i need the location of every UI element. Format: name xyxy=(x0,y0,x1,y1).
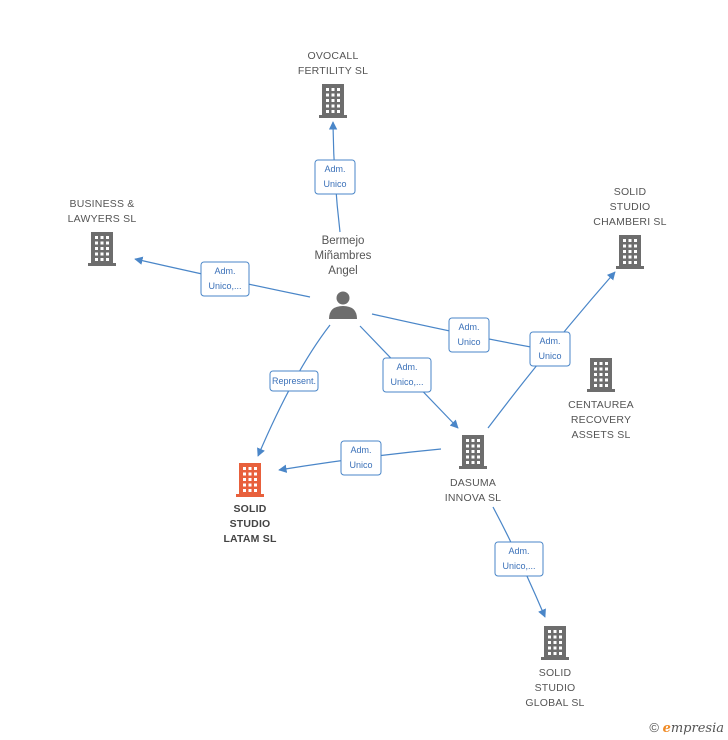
edge-dasuma-global: Adm. Unico,... xyxy=(492,506,546,618)
edge-label-text: Adm. xyxy=(396,362,417,372)
company-name-line: GLOBAL SL xyxy=(525,697,584,709)
edge-person-chamberi_via: Adm. Unico xyxy=(371,313,549,353)
company-name-line: SOLID xyxy=(539,667,572,679)
edge-label-text: Unico xyxy=(457,337,480,347)
edge-label-box[interactable] xyxy=(382,357,432,393)
empresia-logo: empresia xyxy=(662,721,724,736)
node-dasuma[interactable]: DASUMA INNOVA SL xyxy=(445,435,501,504)
company-name-line: STUDIO xyxy=(230,518,271,530)
edge-label-box[interactable] xyxy=(448,317,490,353)
edge-dasuma-latam: Adm. Unico xyxy=(278,440,442,476)
person-name-line: Angel xyxy=(328,265,357,277)
person-name-line: Bermejo xyxy=(322,235,365,247)
edge-label-text: Unico,... xyxy=(502,561,535,571)
company-name-line: FERTILITY SL xyxy=(298,65,368,77)
company-name-line: STUDIO xyxy=(535,682,576,694)
node-global[interactable]: SOLID STUDIO GLOBAL SL xyxy=(525,626,584,709)
edge-label-text: Adm. xyxy=(214,266,235,276)
edge-label-text: Adm. xyxy=(350,445,371,455)
edge-person-ovocall: Adm. Unico xyxy=(314,121,356,233)
company-name-line: CENTAUREA xyxy=(568,399,634,411)
copyright-icon: © xyxy=(649,720,659,735)
node-latam[interactable]: SOLID STUDIO LATAM SL xyxy=(223,463,277,545)
company-name-line: LATAM SL xyxy=(223,533,277,545)
company-name-line: CHAMBERI SL xyxy=(593,216,666,228)
edge-label-text: Adm. xyxy=(508,546,529,556)
footer-brand: © empresia xyxy=(649,720,724,736)
edge-label-box[interactable] xyxy=(494,541,544,577)
company-name-line: DASUMA xyxy=(450,477,496,489)
edge-label-box[interactable] xyxy=(529,331,571,367)
edge-label-box[interactable] xyxy=(269,370,319,392)
building-icon xyxy=(319,84,347,118)
node-ovocall[interactable]: OVOCALL FERTILITY SL xyxy=(298,50,368,118)
node-centaurea[interactable]: CENTAUREA RECOVERY ASSETS SL xyxy=(568,358,634,441)
edge-label-text: Represent. xyxy=(272,376,316,386)
edge-person-business: Adm. Unico,... xyxy=(134,256,311,298)
person-name-line: Miñambres xyxy=(315,250,372,262)
company-name-line: ASSETS SL xyxy=(572,429,631,441)
edge-label-text: Unico,... xyxy=(390,377,423,387)
edge-label-box[interactable] xyxy=(340,440,382,476)
edge-person-dasuma: Adm. Unico,... xyxy=(359,325,459,429)
node-chamberi[interactable]: SOLID STUDIO CHAMBERI SL xyxy=(593,186,666,269)
person-icon xyxy=(329,291,357,319)
edge-label-text: Adm. xyxy=(324,164,345,174)
edge-label-text: Unico xyxy=(323,179,346,189)
company-name-line: SOLID xyxy=(614,186,647,198)
edge-label-text: Unico xyxy=(349,460,372,470)
company-name-line: SOLID xyxy=(233,503,266,515)
edge-label-text: Adm. xyxy=(458,322,479,332)
building-icon xyxy=(459,435,487,469)
building-icon xyxy=(587,358,615,392)
company-name-line: BUSINESS & xyxy=(69,198,134,210)
edge-label-box[interactable] xyxy=(200,261,250,297)
company-name-line: INNOVA SL xyxy=(445,492,501,504)
edge-label-text: Adm. xyxy=(539,336,560,346)
edge-label-text: Unico,... xyxy=(208,281,241,291)
company-name-line: LAWYERS SL xyxy=(68,213,137,225)
company-name-line: OVOCALL xyxy=(307,50,358,62)
company-name-line: STUDIO xyxy=(610,201,651,213)
building-icon xyxy=(88,232,116,266)
building-icon xyxy=(236,463,264,497)
building-icon xyxy=(616,235,644,269)
company-name-line: RECOVERY xyxy=(571,414,631,426)
building-icon xyxy=(541,626,569,660)
edge-label-box[interactable] xyxy=(314,159,356,195)
edge-person-latam: Represent. xyxy=(257,324,331,457)
node-business[interactable]: BUSINESS & LAWYERS SL xyxy=(68,198,137,266)
edge-label-text: Unico xyxy=(538,351,561,361)
edge-dasuma-chamberi: Adm. Unico xyxy=(487,271,616,429)
